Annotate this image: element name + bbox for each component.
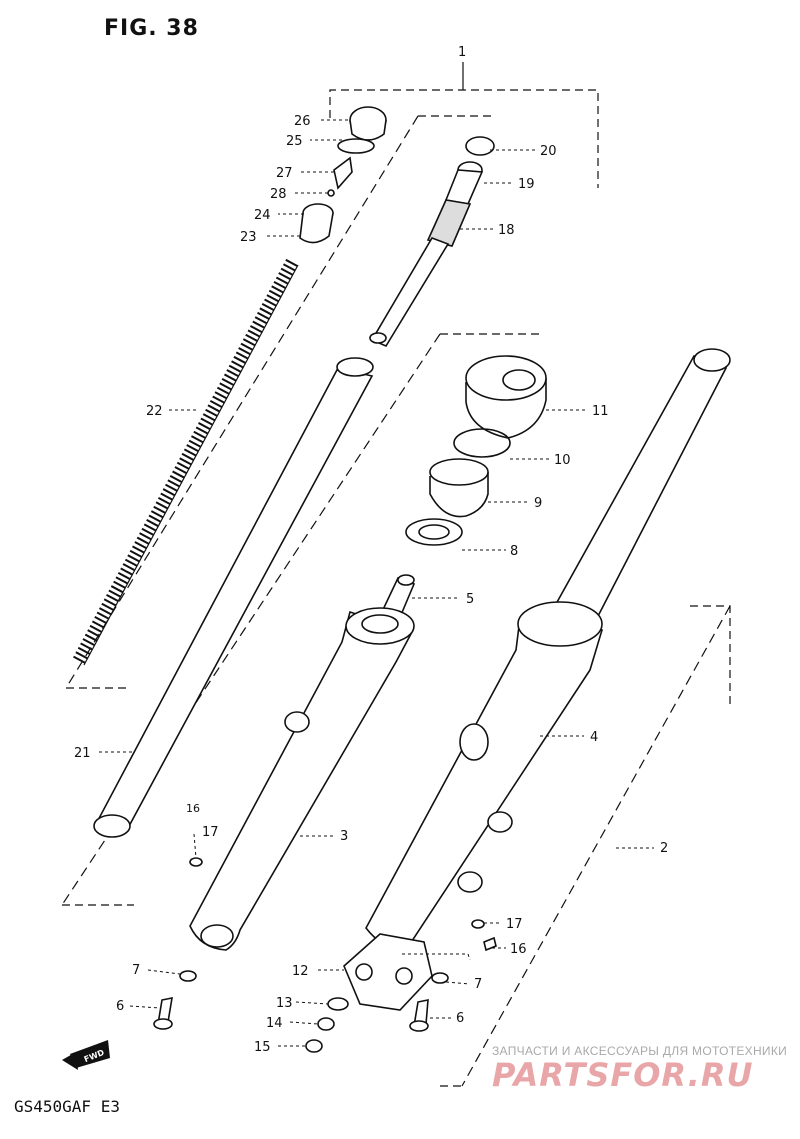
watermark-brand: PARTSFOR.RU	[492, 1056, 754, 1094]
leader-17-left	[193, 833, 197, 859]
callout-15: 15	[254, 1040, 271, 1055]
callout-6-left: 6	[116, 999, 124, 1014]
callout-9: 9	[534, 496, 542, 511]
callout-23: 23	[240, 230, 257, 245]
axle-holder	[343, 933, 433, 1011]
callout-19: 19	[518, 177, 535, 192]
forward-arrow-icon: FWD	[62, 1040, 110, 1070]
callout-14: 14	[266, 1016, 283, 1031]
callout-20: 20	[540, 144, 557, 159]
callout-4: 4	[590, 730, 598, 745]
callout-25: 25	[286, 134, 303, 149]
callout-10: 10	[554, 453, 571, 468]
inner-tube	[93, 357, 374, 838]
leader-13	[295, 1001, 329, 1005]
fork-spring	[72, 258, 299, 666]
callout-7-left: 7	[132, 963, 140, 978]
callout-11: 11	[592, 404, 609, 419]
callout-7-right: 7	[474, 977, 482, 992]
callout-27: 27	[276, 166, 293, 181]
callout-16-right: 16	[510, 942, 527, 957]
callout-16-left: 16	[186, 802, 200, 815]
leader-14	[289, 1021, 319, 1025]
bracket-right-diagonal	[461, 605, 731, 1087]
callout-2: 2	[660, 841, 668, 856]
callout-17-left: 17	[202, 825, 219, 840]
bracket-assembly-1	[329, 89, 599, 188]
leader-6-left	[129, 1005, 161, 1009]
callout-26: 26	[294, 114, 311, 129]
callout-24: 24	[254, 208, 271, 223]
watermark-caption: ЗАПЧАСТИ И АКСЕССУАРЫ ДЛЯ МОТОТЕХНИКИ	[492, 1044, 788, 1058]
model-code: GS450GAF E3	[14, 1097, 120, 1116]
callout-22: 22	[146, 404, 163, 419]
callout-21: 21	[74, 746, 91, 761]
outer-tube-left	[189, 607, 415, 951]
callout-18: 18	[498, 223, 515, 238]
callout-8: 8	[510, 544, 518, 559]
leader-lines	[96, 119, 654, 1047]
callout-labels: 1 2 3 4 5 6 6 7 7 8 9 10 11 12 13 14 15 …	[74, 45, 668, 1055]
leader-12-right	[402, 953, 471, 961]
figure-title: FIG. 38	[104, 16, 199, 41]
leader-7-left	[147, 969, 181, 975]
oil-seal-stack	[405, 355, 547, 546]
bracket-right-top	[690, 605, 731, 706]
callout-3: 3	[340, 829, 348, 844]
cap-bolt	[299, 106, 387, 244]
outer-tube-right	[365, 601, 604, 948]
bracket-outer-left	[61, 333, 441, 906]
callout-17-right: 17	[506, 917, 523, 932]
leader-7-right	[445, 981, 471, 985]
callout-1: 1	[458, 45, 466, 60]
group-brackets	[61, 62, 731, 1087]
small-hardware	[153, 857, 497, 1053]
callout-28: 28	[270, 187, 287, 202]
callout-5: 5	[466, 592, 474, 607]
callout-12: 12	[292, 964, 309, 979]
fork-parts	[72, 106, 731, 1053]
damper-rod	[369, 136, 495, 348]
callout-13: 13	[276, 996, 293, 1011]
callout-6-right: 6	[456, 1011, 464, 1026]
fork-inner-tube-right	[554, 348, 731, 622]
